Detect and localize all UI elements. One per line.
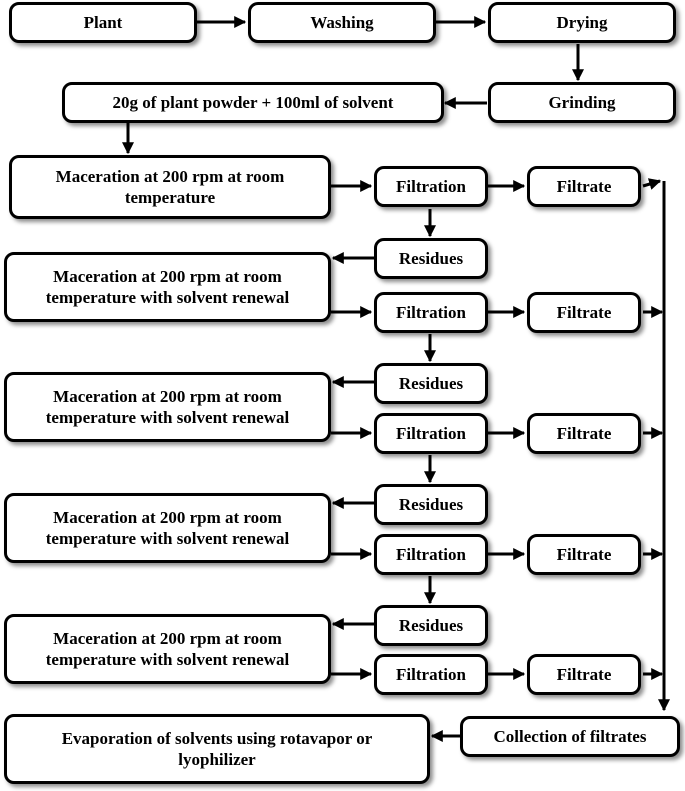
residues-label-1: Residues bbox=[398, 248, 464, 268]
filtrate-box-5: Filtrate bbox=[527, 654, 641, 695]
grinding-box: Grinding bbox=[488, 82, 676, 123]
maceration-box-3: Maceration at 200 rpm at room temperatur… bbox=[4, 372, 331, 442]
maceration-label-2: Maceration at 200 rpm at room temperatur… bbox=[45, 266, 290, 307]
drying-box: Drying bbox=[488, 2, 676, 43]
maceration-label-5: Maceration at 200 rpm at room temperatur… bbox=[45, 628, 290, 669]
filtration-box-1: Filtration bbox=[374, 166, 488, 207]
arrow-filtrate1-collector bbox=[642, 178, 662, 190]
filtrate-box-1: Filtrate bbox=[527, 166, 641, 207]
grinding-label: Grinding bbox=[548, 92, 616, 112]
filtrate-label-2: Filtrate bbox=[556, 302, 612, 322]
collection-box: Collection of filtrates bbox=[460, 716, 680, 757]
filtrate-box-3: Filtrate bbox=[527, 413, 641, 454]
collection-label: Collection of filtrates bbox=[493, 726, 647, 746]
filtration-box-3: Filtration bbox=[374, 413, 488, 454]
powder-solvent-box: 20g of plant powder + 100ml of solvent bbox=[62, 82, 444, 123]
filtration-label-4: Filtration bbox=[396, 544, 466, 564]
maceration-box-4: Maceration at 200 rpm at room temperatur… bbox=[4, 493, 331, 563]
plant-label: Plant bbox=[83, 12, 123, 32]
maceration-label-1: Maceration at 200 rpm at room temperatur… bbox=[55, 166, 285, 207]
maceration-box-5: Maceration at 200 rpm at room temperatur… bbox=[4, 614, 331, 684]
filtration-label-1: Filtration bbox=[396, 176, 466, 196]
drying-label: Drying bbox=[556, 12, 608, 32]
evaporation-box: Evaporation of solvents using rotavapor … bbox=[4, 714, 430, 784]
filtration-label-3: Filtration bbox=[396, 423, 466, 443]
filtrate-label-1: Filtrate bbox=[556, 176, 612, 196]
washing-label: Washing bbox=[310, 12, 374, 32]
residues-label-2: Residues bbox=[398, 373, 464, 393]
residues-box-3: Residues bbox=[374, 484, 488, 525]
residues-box-1: Residues bbox=[374, 238, 488, 279]
residues-box-4: Residues bbox=[374, 605, 488, 646]
maceration-label-4: Maceration at 200 rpm at room temperatur… bbox=[45, 507, 290, 548]
residues-label-4: Residues bbox=[398, 615, 464, 635]
filtrate-label-3: Filtrate bbox=[556, 423, 612, 443]
filtrate-label-5: Filtrate bbox=[556, 664, 612, 684]
filtration-box-2: Filtration bbox=[374, 292, 488, 333]
washing-box: Washing bbox=[248, 2, 436, 43]
filtration-label-5: Filtration bbox=[396, 664, 466, 684]
plant-box: Plant bbox=[9, 2, 197, 43]
filtrate-box-2: Filtrate bbox=[527, 292, 641, 333]
residues-label-3: Residues bbox=[398, 494, 464, 514]
residues-box-2: Residues bbox=[374, 363, 488, 404]
maceration-label-3: Maceration at 200 rpm at room temperatur… bbox=[45, 386, 290, 427]
evaporation-label: Evaporation of solvents using rotavapor … bbox=[61, 728, 373, 769]
maceration-box-1: Maceration at 200 rpm at room temperatur… bbox=[9, 155, 331, 219]
filtration-label-2: Filtration bbox=[396, 302, 466, 322]
filtration-box-5: Filtration bbox=[374, 654, 488, 695]
powder-solvent-label: 20g of plant powder + 100ml of solvent bbox=[112, 92, 394, 112]
maceration-box-2: Maceration at 200 rpm at room temperatur… bbox=[4, 252, 331, 322]
filtrate-label-4: Filtrate bbox=[556, 544, 612, 564]
filtrate-box-4: Filtrate bbox=[527, 534, 641, 575]
filtration-box-4: Filtration bbox=[374, 534, 488, 575]
